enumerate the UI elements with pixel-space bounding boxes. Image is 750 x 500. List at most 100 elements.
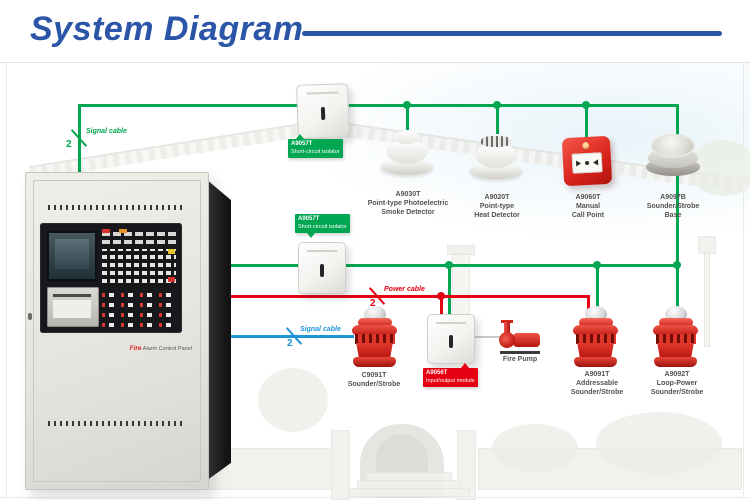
label-smoke-line2: Smoke Detector xyxy=(381,208,435,216)
heat-detector xyxy=(470,130,522,180)
label-callpoint-line2: Call Point xyxy=(571,211,605,219)
label-base-model: A9097B xyxy=(660,194,686,201)
power-junction-io-module xyxy=(437,292,445,300)
loop-cable-count: 2 xyxy=(66,139,72,150)
watermark-step-3 xyxy=(348,488,470,497)
panel-fire-led xyxy=(102,229,110,233)
a9092t-shoulder xyxy=(653,325,698,336)
loop-power-sounder-strobe xyxy=(652,306,699,368)
loop-junction-smoke xyxy=(403,101,411,109)
call-point-logo xyxy=(582,141,590,150)
loop-junction-io-module xyxy=(445,261,453,269)
c9091t-cap xyxy=(357,318,392,327)
signal-cable-run xyxy=(228,335,354,338)
watermark-column-cap xyxy=(447,245,475,255)
label-smoke-line1: Point-type Photoelectric xyxy=(367,199,449,207)
io-module-line xyxy=(436,321,466,324)
watermark-lamp-post xyxy=(704,250,710,347)
tag-isolator-mid: A9057T Short-circuit isolator xyxy=(295,214,350,238)
frame-border-left xyxy=(6,62,7,498)
call-point-arrow-right xyxy=(592,159,599,166)
page-title: System Diagram xyxy=(30,10,304,48)
pump-base xyxy=(500,351,540,354)
label-pump-text: Fire Pump xyxy=(502,356,538,363)
printer-paper xyxy=(53,300,91,318)
short-circuit-isolator-mid xyxy=(298,242,346,294)
c9091t-foot xyxy=(353,357,396,367)
isolator-mid-slot xyxy=(320,264,324,277)
smoke-detector xyxy=(381,126,433,176)
loop-cable-mid-run xyxy=(228,264,679,267)
isolator-mid-line xyxy=(307,250,337,252)
loop-cable-label: Signal cable xyxy=(86,128,127,135)
base-top-cover xyxy=(651,134,695,158)
panel-fault-led xyxy=(119,229,127,233)
power-drop-addressable-sounder xyxy=(587,295,590,313)
call-point-arrow-left xyxy=(575,160,582,167)
panel-brand-rest: Alarm Control Panel xyxy=(141,346,192,352)
loop-drop-addressable-sounder xyxy=(596,266,599,310)
pump-pipe xyxy=(504,322,510,334)
pump-motor xyxy=(513,333,540,347)
loop-cable-right-riser xyxy=(676,104,679,314)
loop-drop-heat xyxy=(496,106,499,134)
label-call-point: A9060T Manual Call Point xyxy=(533,194,643,220)
call-point-body xyxy=(561,135,613,187)
tag-isolator-mid-model: A9057T xyxy=(298,216,320,222)
label-heat-detector: A9020T Point-type Heat Detector xyxy=(442,194,552,220)
a9091t-cap xyxy=(578,318,613,327)
isolator-top-slot xyxy=(320,106,326,120)
watermark-tree-mid xyxy=(492,424,578,472)
control-panel-side xyxy=(206,179,231,481)
label-sounder-base: A9097B Sounder/Strobe Base xyxy=(618,194,728,220)
label-smoke-detector: A9030T Point-type Photoelectric Smoke De… xyxy=(353,191,463,217)
tag-io-module-model: A9056T xyxy=(426,370,448,376)
signal-cable-label: Signal cable xyxy=(300,326,341,333)
label-base-line1: Sounder/Strobe xyxy=(646,202,700,210)
signal-cable-count: 2 xyxy=(287,338,293,349)
tag-pointer-up-icon xyxy=(461,363,469,368)
power-cable-label: Power cable xyxy=(384,286,425,293)
label-a9092t-model: A9092T xyxy=(664,371,690,378)
watermark-pine-tree xyxy=(258,368,328,432)
label-callpoint-model: A9060T xyxy=(575,194,601,201)
a9092t-speaker-slots xyxy=(655,334,696,344)
frame-border-top xyxy=(0,62,750,63)
tag-isolator-top-name: Short-circuit isolator xyxy=(291,148,340,155)
fire-alarm-control-panel: Fire Alarm Control Panel xyxy=(25,172,209,490)
label-smoke-model: A9030T xyxy=(395,191,421,198)
label-loop-power-sounder: A9092T Loop-Power Sounder/Strobe xyxy=(622,371,732,397)
a9092t-cap xyxy=(658,318,693,327)
a9092t-foot xyxy=(654,357,697,367)
watermark-step-1 xyxy=(366,472,452,481)
c9091t-speaker-slots xyxy=(354,334,395,344)
label-addressable-sounder: A9091T Addressable Sounder/Strobe xyxy=(542,371,652,397)
frame-border-right xyxy=(743,62,744,498)
label-a9091t-line2: Sounder/Strobe xyxy=(570,388,624,396)
loop-drop-callpoint xyxy=(585,106,588,140)
a9091t-foot xyxy=(574,357,617,367)
tag-isolator-mid-name: Short-circuit isolator xyxy=(298,223,347,230)
label-a9092t-line1: Loop-Power xyxy=(656,379,698,387)
panel-keyhole xyxy=(28,313,32,320)
isolator-top-line xyxy=(306,91,339,95)
sounder-strobe-c9091t xyxy=(351,306,398,368)
pump-flange xyxy=(501,320,513,323)
label-c9091t-line1: Sounder/Strobe xyxy=(347,380,401,388)
watermark-gate-door xyxy=(376,434,428,498)
title-underline xyxy=(302,31,722,36)
loop-drop-smoke xyxy=(406,106,409,130)
sounder-strobe-base-device xyxy=(646,130,700,178)
io-module-to-pump-link xyxy=(466,336,506,338)
c9091t-shoulder xyxy=(352,325,397,336)
watermark-pillar-right xyxy=(457,430,476,500)
tag-isolator-top: A9057T Short-circuit isolator xyxy=(288,134,343,158)
pump-head xyxy=(499,332,515,348)
watermark-wall-right xyxy=(478,448,742,490)
addressable-sounder-strobe xyxy=(572,306,619,368)
heat-detector-grille xyxy=(481,136,511,147)
watermark-pillar-left xyxy=(331,430,350,500)
power-cable-run xyxy=(228,295,590,298)
loop-drop-io-module xyxy=(448,266,451,318)
